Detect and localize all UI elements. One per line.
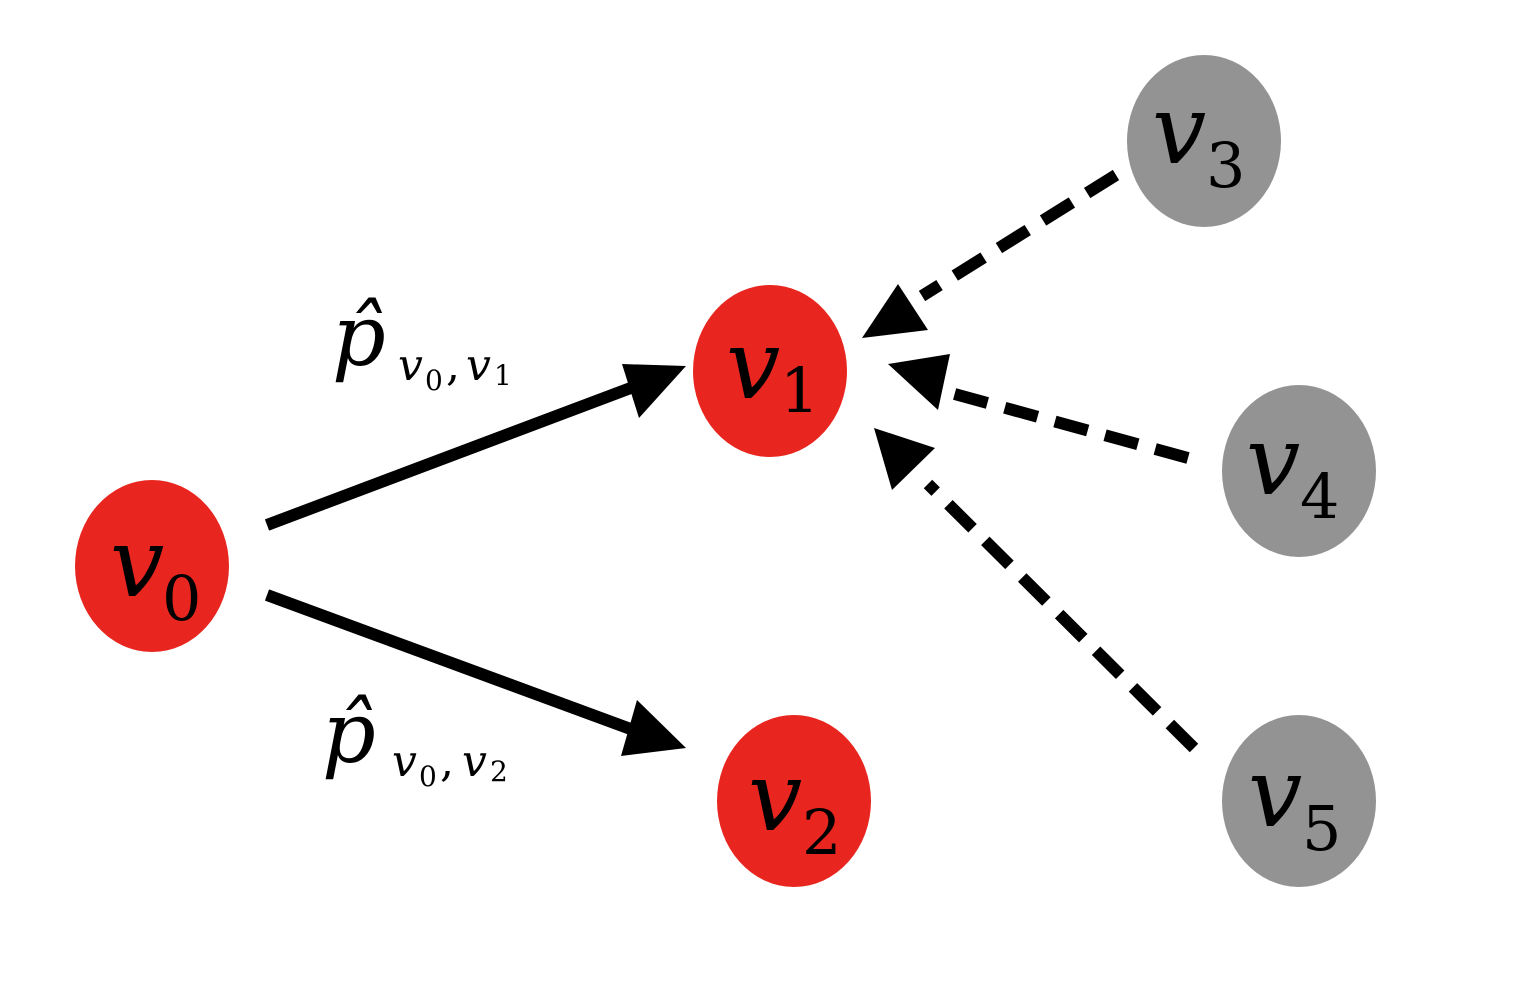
edge-v0-v2-arrowhead xyxy=(621,700,686,756)
node-v0-subscript: 0 xyxy=(162,562,201,635)
edge-label-v0-v2-sub-b-index: 2 xyxy=(490,755,508,788)
node-v2-subscript: 2 xyxy=(802,796,841,869)
node-v0-letter: v xyxy=(110,507,164,619)
node-v3-subscript: 3 xyxy=(1206,129,1245,202)
node-v2-circle xyxy=(717,715,871,887)
edge-v5-v1 xyxy=(874,428,1199,753)
edge-label-v0-v1: p̂ v 0 , v 1 xyxy=(332,287,512,397)
node-v1-circle xyxy=(693,285,847,457)
node-v3-letter: v xyxy=(1152,74,1206,186)
nodes: v 0 v 1 v 2 v 3 v 4 v 5 xyxy=(75,55,1376,887)
node-v2: v 2 xyxy=(717,715,871,887)
edge-v0-v2 xyxy=(264,589,686,756)
node-v5-circle xyxy=(1222,715,1376,887)
node-v1: v 1 xyxy=(693,285,847,457)
edge-v3-v1-arrowhead xyxy=(862,284,928,338)
edge-label-v0-v2-sub-b: v xyxy=(462,736,487,787)
node-v5-subscript: 5 xyxy=(1302,792,1341,865)
node-v2-letter: v xyxy=(748,741,802,853)
edge-label-v0-v1-main: p̂ xyxy=(332,287,386,385)
edge-v5-v1-arrowhead xyxy=(874,428,935,490)
node-v3-circle xyxy=(1127,55,1281,227)
node-v1-subscript: 1 xyxy=(780,354,819,427)
node-v0: v 0 xyxy=(75,480,229,652)
node-v4-letter: v xyxy=(1246,405,1300,517)
edge-label-v0-v2-sub-a-index: 0 xyxy=(419,760,437,793)
edge-label-v0-v2-main: p̂ xyxy=(322,684,376,782)
edge-v5-v1-line xyxy=(923,479,1199,753)
edge-label-v0-v1-sub-a: v xyxy=(398,340,423,391)
edge-label-v0-v1-sub-b: v xyxy=(466,340,491,391)
node-v5: v 5 xyxy=(1222,715,1376,887)
edge-label-v0-v2-sub-a: v xyxy=(392,736,417,787)
edge-v3-v1-line xyxy=(918,169,1120,302)
edge-label-v0-v1-sub-a-index: 0 xyxy=(425,364,443,397)
edge-v4-v1 xyxy=(888,354,1190,464)
edge-label-v0-v1-sub-b-index: 1 xyxy=(494,359,512,392)
edge-label-v0-v1-separator: , xyxy=(446,340,460,391)
edge-v0-v1 xyxy=(264,364,686,531)
node-v4-subscript: 4 xyxy=(1300,460,1339,533)
edge-v0-v2-line xyxy=(264,589,639,737)
edge-v4-v1-arrowhead xyxy=(888,354,950,410)
edge-label-v0-v2-separator: , xyxy=(440,736,454,787)
edge-v4-v1-line xyxy=(938,384,1190,464)
node-v3: v 3 xyxy=(1127,55,1281,227)
node-v5-letter: v xyxy=(1248,737,1302,849)
node-v0-circle xyxy=(75,480,229,652)
edge-v0-v1-line xyxy=(264,380,639,531)
node-v4-circle xyxy=(1222,385,1376,557)
node-v1-letter: v xyxy=(726,309,780,421)
edges xyxy=(264,169,1199,756)
edge-label-v0-v2: p̂ v 0 , v 2 xyxy=(322,684,508,793)
edge-v0-v1-arrowhead xyxy=(622,364,686,418)
edge-v3-v1 xyxy=(862,169,1120,338)
node-v4: v 4 xyxy=(1222,385,1376,557)
